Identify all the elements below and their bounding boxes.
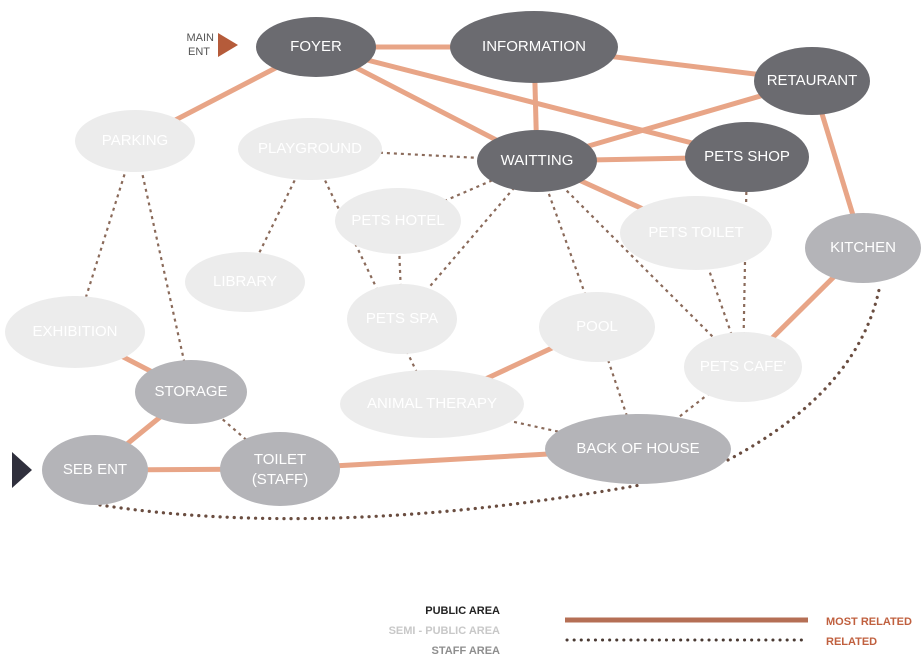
node-retaurant-shape — [754, 47, 870, 115]
node-pets-spa: PETS SPA — [347, 284, 457, 354]
node-pool-shape — [539, 292, 655, 362]
legend-semi-public-area: SEMI - PUBLIC AREA — [389, 625, 500, 637]
node-pets-toilet: PETS TOILET — [620, 196, 772, 270]
node-foyer-shape — [256, 17, 376, 77]
legend-related: RELATED — [826, 636, 877, 648]
node-seb-ent-label: SEB ENT — [63, 461, 127, 478]
related-link-playground-animal_therapy — [309, 148, 433, 405]
node-animal-therapy: ANIMAL THERAPY — [340, 370, 524, 438]
node-information-label: INFORMATION — [482, 38, 586, 55]
main-entrance-arrow-icon — [218, 33, 238, 57]
node-toilet-staff-label-2: (STAFF) — [252, 471, 308, 488]
area-nodes: FOYER INFORMATION RETAURANT WAITTING PETS SH… — [5, 11, 921, 506]
legend-most-related: MOST RELATED — [826, 616, 912, 628]
node-kitchen-shape — [805, 213, 921, 283]
related-link-parking-exhibition — [73, 140, 137, 333]
node-pets-toilet-label: PETS TOILET — [648, 224, 743, 241]
node-pets-hotel: PETS HOTEL — [335, 188, 461, 254]
node-foyer: FOYER — [256, 17, 376, 77]
most-related-link-foyer-pets_shop — [315, 44, 748, 160]
node-pets-shop-label: PETS SHOP — [704, 148, 790, 165]
node-storage: STORAGE — [135, 360, 247, 424]
node-kitchen: KITCHEN — [805, 213, 921, 283]
node-exhibition: EXHIBITION — [5, 296, 145, 368]
node-pets-cafe-label: PETS CAFE' — [700, 358, 786, 375]
node-pets-spa-shape — [347, 284, 457, 354]
node-library-label: LIBRARY — [213, 273, 277, 290]
node-storage-shape — [135, 360, 247, 424]
node-pool-label: POOL — [576, 318, 618, 335]
node-animal-therapy-shape — [340, 370, 524, 438]
node-pets-shop-shape — [685, 122, 809, 192]
main-ent-label-line1: MAIN — [187, 32, 215, 44]
legend-staff-area: STAFF AREA — [432, 645, 500, 657]
node-toilet-staff-label: TOILET — [254, 451, 306, 468]
main-ent-label-line2: ENT — [188, 46, 210, 58]
node-back-of-house: BACK OF HOUSE — [545, 414, 731, 484]
side-entrance-arrow-icon — [12, 452, 32, 488]
node-information-shape — [450, 11, 618, 83]
related-curve-seb_ent-back_of_house — [98, 483, 642, 521]
node-parking: PARKING — [75, 110, 195, 172]
node-pets-toilet-shape — [620, 196, 772, 270]
node-pets-shop: PETS SHOP — [685, 122, 809, 192]
node-toilet-staff: TOILET (STAFF) — [220, 432, 340, 506]
node-playground: PLAYGROUND — [238, 118, 382, 180]
related-link-parking-storage — [133, 140, 193, 393]
node-parking-shape — [75, 110, 195, 172]
related-curves — [98, 283, 882, 521]
node-waitting-label: WAITTING — [501, 152, 574, 169]
legend: PUBLIC AREA SEMI - PUBLIC AREA STAFF ARE… — [389, 605, 912, 657]
node-pets-cafe: PETS CAFE' — [684, 332, 802, 402]
node-pets-spa-label: PETS SPA — [366, 310, 438, 327]
node-library: LIBRARY — [185, 252, 305, 312]
node-retaurant-label: RETAURANT — [767, 72, 858, 89]
node-library-shape — [185, 252, 305, 312]
main-entrance-marker: MAIN ENT — [187, 32, 238, 58]
node-pets-hotel-label: PETS HOTEL — [351, 212, 444, 229]
node-exhibition-shape — [5, 296, 145, 368]
node-pets-hotel-shape — [335, 188, 461, 254]
related-curve-back_of_house-kitchen — [726, 283, 882, 462]
related-link-pets_shop-pets_cafe — [741, 156, 749, 368]
legend-public-area: PUBLIC AREA — [425, 605, 500, 617]
node-animal-therapy-label: ANIMAL THERAPY — [367, 395, 497, 412]
node-waitting-shape — [477, 130, 597, 192]
node-playground-shape — [238, 118, 382, 180]
node-seb-ent-shape — [42, 435, 148, 505]
node-exhibition-label: EXHIBITION — [32, 323, 117, 340]
node-foyer-label: FOYER — [290, 38, 342, 55]
node-playground-label: PLAYGROUND — [258, 140, 362, 157]
node-information: INFORMATION — [450, 11, 618, 83]
node-waitting: WAITTING — [477, 130, 597, 192]
node-pool: POOL — [539, 292, 655, 362]
node-back-of-house-label: BACK OF HOUSE — [576, 440, 699, 457]
node-retaurant: RETAURANT — [754, 47, 870, 115]
node-storage-label: STORAGE — [154, 383, 227, 400]
node-kitchen-label: KITCHEN — [830, 239, 896, 256]
node-seb-ent: SEB ENT — [42, 435, 148, 505]
node-toilet-staff-shape — [220, 432, 340, 506]
node-pets-cafe-shape — [684, 332, 802, 402]
node-parking-label: PARKING — [102, 132, 168, 149]
node-back-of-house-shape — [545, 414, 731, 484]
